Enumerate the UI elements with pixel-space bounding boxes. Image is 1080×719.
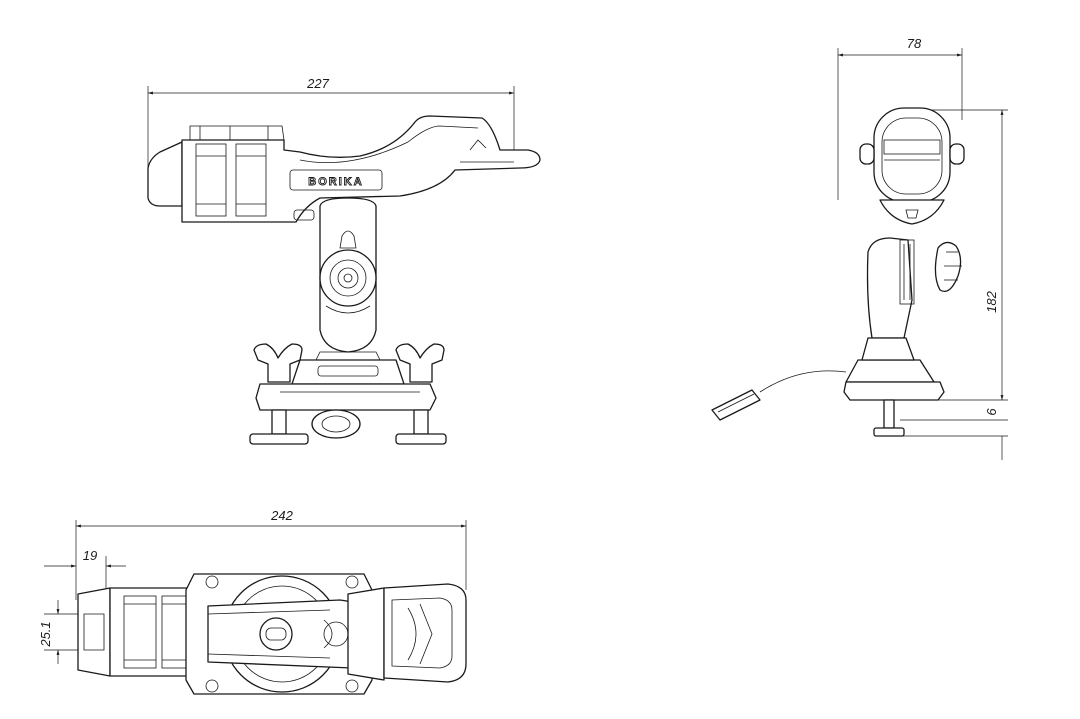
dim-label-78: 78 bbox=[907, 36, 922, 51]
dimension-top-tube: 25.1 bbox=[38, 600, 78, 664]
dim-label-6: 6 bbox=[984, 408, 999, 416]
dimension-top-length: 242 bbox=[75, 508, 467, 600]
dimension-front-width: 227 bbox=[147, 76, 515, 170]
dim-label-25-1: 25.1 bbox=[38, 621, 53, 647]
brand-label: BORIKA bbox=[308, 176, 363, 188]
dim-label-182: 182 bbox=[984, 290, 999, 312]
dim-label-19: 19 bbox=[83, 548, 97, 563]
top-view: 242 19 25.1 bbox=[38, 508, 467, 695]
dim-label-242: 242 bbox=[270, 508, 293, 523]
front-view: 227 BORIKA bbox=[147, 76, 541, 445]
dimension-side-width: 78 bbox=[837, 36, 963, 200]
dimension-top-offset: 19 bbox=[44, 548, 126, 590]
side-view: 78 182 6 bbox=[711, 36, 1008, 460]
dim-label-227: 227 bbox=[306, 76, 329, 91]
